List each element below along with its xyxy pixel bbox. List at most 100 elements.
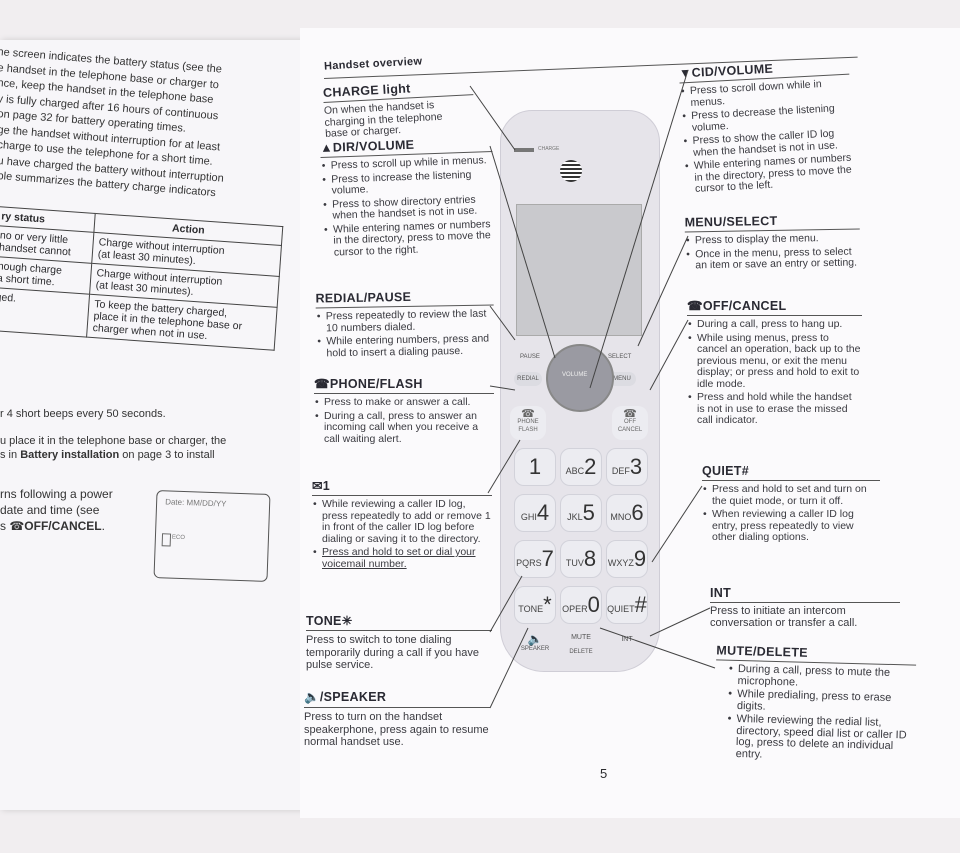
key-letters: TUV bbox=[565, 558, 584, 568]
key-4[interactable]: GHI4 bbox=[514, 494, 556, 532]
divider bbox=[312, 495, 492, 496]
one-key-list: While reviewing a caller ID log, press r… bbox=[312, 498, 492, 570]
key-letters: MNO bbox=[610, 512, 632, 522]
key-letters: ABC bbox=[565, 466, 585, 476]
screen-illustration: Date: MM/DD/YY ECO bbox=[153, 490, 271, 582]
key-5[interactable]: JKL5 bbox=[560, 494, 602, 532]
nav-ring[interactable] bbox=[546, 344, 614, 412]
list-item: Press and hold to set or dial your voice… bbox=[313, 546, 492, 570]
off-cancel-icon: ☎ bbox=[9, 519, 25, 533]
menu-leader bbox=[637, 235, 689, 347]
power-text-3: s ☎OFF/CANCEL. bbox=[0, 519, 105, 533]
tone-title: TONE✳ bbox=[306, 613, 492, 628]
handset-illustration: CHARGE PAUSE REDIAL SELECT MENU VOLUME ☎… bbox=[500, 110, 660, 672]
key-9[interactable]: WXYZ9 bbox=[606, 540, 648, 578]
speaker-key-icon: 🔈 bbox=[527, 632, 543, 646]
key-letters: PQRS bbox=[516, 558, 542, 568]
divider bbox=[710, 602, 900, 603]
charge-label: CHARGE bbox=[538, 146, 560, 152]
divider bbox=[314, 393, 494, 394]
speaker-button[interactable]: 🔈SPEAKER bbox=[518, 632, 552, 652]
key-digit: 4 bbox=[536, 500, 550, 525]
quiet-leader bbox=[651, 485, 703, 563]
quiet-list: Press and hold to set and turn on the qu… bbox=[702, 483, 880, 544]
list-item: Press and hold to set and turn on the qu… bbox=[703, 483, 880, 507]
battery-icon bbox=[161, 533, 172, 547]
page-number: 5 bbox=[600, 766, 608, 781]
speaker-key-label: SPEAKER bbox=[520, 646, 550, 652]
text: on page 3 to install bbox=[119, 449, 215, 461]
divider bbox=[306, 630, 492, 631]
key-3[interactable]: DEF3 bbox=[606, 448, 648, 486]
key-0[interactable]: OPER0 bbox=[560, 586, 602, 624]
envelope-icon: ✉ bbox=[312, 479, 323, 493]
hang-up-icon: ☎ bbox=[687, 299, 703, 313]
off-label: OFF bbox=[624, 419, 636, 425]
text: s in bbox=[0, 449, 21, 461]
phone-flash-button[interactable]: ☎ PHONE FLASH bbox=[510, 406, 546, 440]
charge-indicator bbox=[514, 148, 534, 152]
key-star[interactable]: TONE* bbox=[514, 586, 556, 624]
off-cancel-label: OFF/CANCEL bbox=[702, 299, 787, 313]
left-manual-page: he screen indicates the battery status (… bbox=[0, 40, 312, 810]
redial-leader bbox=[489, 305, 516, 341]
cancel-label: CANCEL bbox=[617, 427, 643, 433]
speaker-leader bbox=[489, 627, 529, 709]
menu-button[interactable]: MENU bbox=[608, 372, 636, 386]
power-text-1: rns following a power bbox=[0, 487, 113, 501]
divider bbox=[687, 315, 862, 316]
one-key-leader bbox=[487, 439, 521, 494]
mute-button[interactable]: MUTE DELETE bbox=[564, 634, 598, 655]
int-title: INT bbox=[710, 586, 732, 600]
key-6[interactable]: MNO6 bbox=[606, 494, 648, 532]
off-key-icon: ☎ bbox=[623, 408, 637, 420]
int-button[interactable]: INT bbox=[621, 636, 633, 643]
mute-key-label: MUTE bbox=[571, 634, 591, 641]
key-digit: 0 bbox=[587, 592, 600, 617]
key-digit: 2 bbox=[584, 454, 597, 479]
table-cell: ged. bbox=[0, 287, 90, 338]
screen-date: Date: MM/DD/YY bbox=[165, 497, 227, 509]
int-callout: INT Press to initiate an intercom conver… bbox=[710, 586, 900, 629]
key-letters: GHI bbox=[520, 512, 537, 522]
list-item: Press to make or answer a call. bbox=[315, 396, 494, 409]
speaker-desc: Press to turn on the handset speakerphon… bbox=[304, 711, 489, 748]
cid-volume-leader bbox=[589, 69, 689, 389]
key-8[interactable]: TUV8 bbox=[560, 540, 602, 578]
key-digit: 5 bbox=[582, 500, 595, 525]
delete-key-label: DELETE bbox=[569, 649, 593, 655]
divider bbox=[304, 707, 490, 708]
tone-leader bbox=[489, 575, 523, 633]
int-leader bbox=[649, 607, 711, 637]
volume-label: VOLUME bbox=[562, 372, 588, 378]
callout-lines bbox=[469, 69, 716, 709]
off-cancel-leader bbox=[649, 319, 689, 391]
key-letters: DEF bbox=[611, 466, 630, 476]
phone-flash-title: ☎PHONE/FLASH bbox=[314, 376, 494, 391]
key-pound[interactable]: QUIET# bbox=[606, 586, 648, 624]
key-digit: 9 bbox=[633, 546, 647, 571]
key-letters: QUIET bbox=[607, 604, 635, 614]
charge-light-leader bbox=[469, 85, 516, 151]
place-text: u place it in the telephone base or char… bbox=[0, 435, 227, 447]
beeps-text: r 4 short beeps every 50 seconds. bbox=[0, 408, 166, 420]
speaker-label: /SPEAKER bbox=[319, 690, 387, 704]
off-cancel-button[interactable]: ☎ OFF CANCEL bbox=[612, 406, 648, 440]
quiet-callout: QUIET# Press and hold to set and turn on… bbox=[702, 464, 880, 546]
redial-button[interactable]: REDIAL bbox=[514, 372, 542, 386]
phone-label: PHONE bbox=[517, 419, 539, 425]
phone-flash-list: Press to make or answer a call. During a… bbox=[314, 396, 494, 445]
voicemail-key-callout: ✉1 While reviewing a caller ID log, pres… bbox=[312, 478, 492, 572]
key-digit: 1 bbox=[528, 454, 542, 479]
key-7[interactable]: PQRS7 bbox=[514, 540, 556, 578]
divider bbox=[702, 480, 880, 481]
off-cancel-callout: ☎OFF/CANCEL During a call, press to hang… bbox=[687, 298, 862, 429]
tone-desc: Press to switch to tone dialing temporar… bbox=[306, 634, 480, 671]
key-2[interactable]: ABC2 bbox=[560, 448, 602, 486]
phone-icon: ☎ bbox=[314, 377, 330, 391]
mute-leader bbox=[599, 627, 716, 669]
list-item: During a call, press to hang up. bbox=[688, 318, 862, 331]
key-letters: TONE bbox=[518, 604, 544, 614]
key-1[interactable]: 1 bbox=[514, 448, 556, 486]
speaker-icon: 🔈 bbox=[304, 690, 320, 704]
